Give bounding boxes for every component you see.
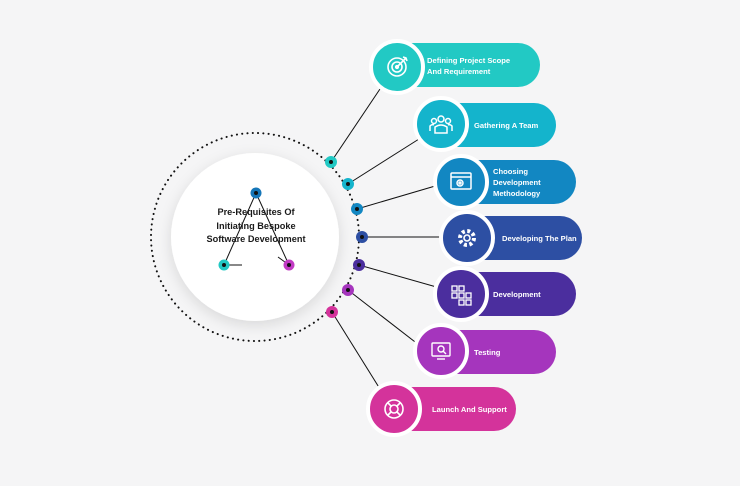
step-label: Defining Project Scope And Requirement — [427, 56, 511, 76]
step-label: Testing — [474, 348, 501, 357]
step-label: Developing The Plan — [502, 234, 577, 243]
connector-line — [347, 138, 420, 185]
step-label: Launch And Support — [432, 405, 507, 414]
test-monitor-icon — [431, 342, 451, 360]
ring-node — [326, 306, 338, 318]
step-3-choosing-methodology — [433, 154, 576, 210]
target-icon — [387, 56, 408, 77]
step-2-gathering-team — [413, 96, 556, 152]
connector-line — [330, 85, 383, 163]
step-4-developing-plan — [439, 210, 582, 266]
network-icon — [218, 187, 295, 271]
team-icon — [429, 115, 453, 134]
gear-icon — [458, 229, 476, 247]
ring-node — [325, 156, 337, 168]
lifebuoy-icon — [384, 399, 404, 419]
connector-line — [331, 311, 381, 390]
step-label: Gathering A Team — [474, 121, 539, 130]
step-5-development — [433, 266, 576, 322]
connector-line — [356, 183, 443, 210]
ring-node — [353, 259, 365, 271]
connector-line — [347, 289, 420, 346]
ring-node — [342, 178, 354, 190]
step-7-launch-support — [366, 381, 516, 437]
ring-node — [356, 231, 368, 243]
center-disc — [171, 153, 339, 321]
step-1-defining-scope — [369, 39, 540, 95]
center-title: Pre-Requisites Of Initiating Bespoke Sof… — [206, 207, 306, 244]
connector-line — [358, 264, 441, 289]
ring-node — [351, 203, 363, 215]
step-label: Development — [493, 290, 541, 299]
ring-node — [342, 284, 354, 296]
blocks-icon — [451, 285, 472, 306]
step-label: Choosing Development Methodology — [493, 167, 541, 198]
step-6-testing — [413, 323, 556, 379]
settings-window-icon — [450, 172, 472, 190]
